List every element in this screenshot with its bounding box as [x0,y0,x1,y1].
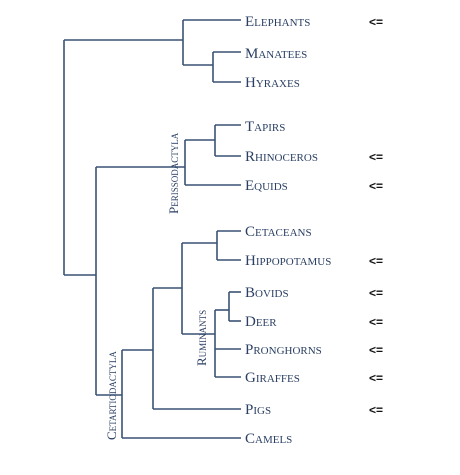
clade-label-ruminants: Ruminants [194,310,209,366]
tree-branches [63,19,241,439]
clade-labels: Perissodactyla Ruminants Cetartiodactyla [104,132,209,440]
taxon-labels: Elephants Manatees Hyraxes Tapirs Rhinoc… [245,14,331,447]
taxon-label-cetaceans: Cetaceans [245,224,312,240]
marker-elephants: <= [369,15,383,29]
marker-equids: <= [369,179,383,193]
taxon-label-manatees: Manatees [245,46,307,62]
taxon-label-deer: Deer [245,314,277,330]
marker-bovids: <= [369,286,383,300]
clade-label-cetartiodactyla: Cetartiodactyla [104,351,119,440]
marker-hippopotamus: <= [369,254,383,268]
taxon-label-rhinoceros: Rhinoceros [245,149,318,165]
highlight-markers: <= <= <= <= <= <= <= <= <= [369,15,383,417]
marker-deer: <= [369,315,383,329]
taxon-label-hyraxes: Hyraxes [245,75,300,91]
taxon-label-elephants: Elephants [245,14,310,30]
taxon-label-equids: Equids [245,178,288,194]
marker-pronghorns: <= [369,343,383,357]
marker-pigs: <= [369,403,383,417]
taxon-label-hippopotamus: Hippopotamus [245,253,331,269]
taxon-label-pronghorns: Pronghorns [245,342,322,358]
marker-rhinoceros: <= [369,150,383,164]
taxon-label-camels: Camels [245,431,292,447]
clade-label-perissodactyla: Perissodactyla [166,132,181,214]
marker-giraffes: <= [369,371,383,385]
taxon-label-bovids: Bovids [245,285,289,301]
taxon-label-giraffes: Giraffes [245,370,300,386]
taxon-label-tapirs: Tapirs [245,119,285,135]
taxon-label-pigs: Pigs [245,402,271,418]
